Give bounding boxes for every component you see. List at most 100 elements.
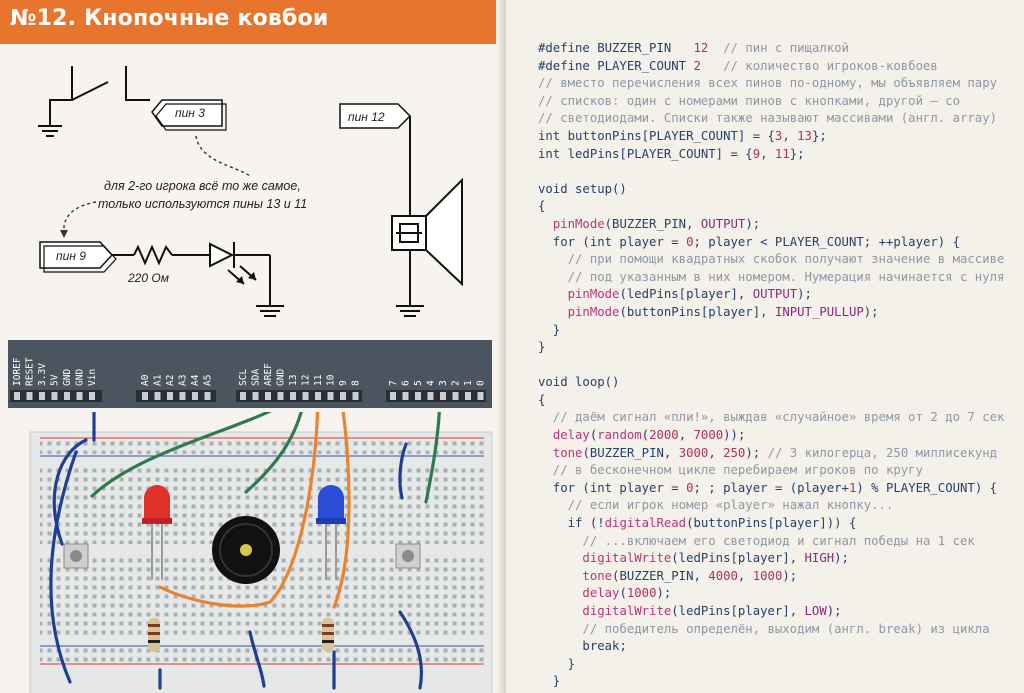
code-token: 0 <box>686 480 694 495</box>
code-token: tone <box>552 445 583 460</box>
note-line1: для 2-го игрока всё то же самое, <box>104 179 301 193</box>
left-page: №12. Кнопочные ковбои пин 3 для 2-го игр… <box>0 0 506 693</box>
pin-label: SCL <box>238 369 249 386</box>
header-pin <box>440 392 446 400</box>
pin-label: 11 <box>313 374 324 386</box>
pin-label: GND <box>62 369 73 386</box>
header-pin <box>204 392 211 400</box>
pin-label: 10 <box>326 374 337 386</box>
header-pin <box>352 392 359 400</box>
code-token: 2000 <box>649 428 679 443</box>
code-token: (BUZZER_PIN, <box>582 445 679 460</box>
pin3-label: пин 3 <box>175 106 205 120</box>
resistor-label: 220 Ом <box>127 271 169 285</box>
code-line: } <box>538 339 1004 357</box>
code-line: delay(random(2000, 7000)); <box>538 427 1004 445</box>
code-token: 7000 <box>693 428 724 443</box>
code-token <box>538 569 582 583</box>
code-token: delay <box>552 428 590 443</box>
code-line: int buttonPins[PLAYER_COUNT] = {3, 13}; <box>538 128 1004 146</box>
code-line: #define PLAYER_COUNT 2 // количество игр… <box>538 58 1004 76</box>
code-token: for (int player = <box>538 480 687 495</box>
header-pin <box>415 392 421 400</box>
header-pin <box>51 392 58 400</box>
code-token: 4000 <box>708 568 738 583</box>
code-token <box>538 586 582 600</box>
pin-label: 2 <box>451 380 462 386</box>
code-line <box>538 357 1004 375</box>
code-token: HIGH <box>804 551 835 566</box>
header-pin <box>315 392 321 400</box>
pin-label: SDA <box>251 369 262 386</box>
pin-label: 8 <box>351 380 362 386</box>
code-line: // вместо перечисления всех пинов по-одн… <box>538 75 1004 93</box>
header-pin <box>340 392 346 400</box>
code-token: 1000 <box>626 586 657 601</box>
code-line: } <box>538 691 1004 693</box>
code-token: if (! <box>538 516 605 531</box>
pin12-label: пин 12 <box>348 110 385 124</box>
pin-label: 9 <box>338 380 349 386</box>
code-token: 250 <box>723 445 746 460</box>
header-pin <box>179 392 186 400</box>
pin-label: 5V <box>50 374 61 386</box>
header-pin <box>252 392 259 400</box>
pin-label: Vin <box>87 369 98 386</box>
code-token: ); <box>834 551 849 566</box>
code-line: // если игрок номер «player» нажал кнопк… <box>538 497 1004 515</box>
code-line: for (int player = 0; ; player = (player+… <box>538 480 1004 498</box>
code-line: // под указанным в них номером. Нумераци… <box>538 269 1005 287</box>
pin-label: 0 <box>476 380 487 386</box>
header-pin <box>390 392 396 400</box>
code-line <box>538 163 1004 181</box>
header-pin <box>14 392 20 400</box>
note-line2: только используются пины 13 и 11 <box>98 197 307 211</box>
code-token: 1 <box>848 480 857 495</box>
pin-label: 7 <box>388 380 399 386</box>
code-token: } <box>538 692 545 693</box>
code-line: } <box>538 656 1004 674</box>
code-line: tone(BUZZER_PIN, 4000, 1000); <box>538 568 1004 586</box>
code-line: // в бесконечном цикле перебираем игроко… <box>538 462 1004 480</box>
pin9-tag: пин 9 <box>39 241 117 273</box>
header-pin <box>402 392 409 400</box>
code-line: void loop() <box>538 374 1004 392</box>
code-token: (BUZZER_PIN, <box>604 216 701 231</box>
code-token: // если игрок номер «player» нажал кнопк… <box>538 498 894 513</box>
header-pin <box>240 392 246 400</box>
pin-label: 12 <box>301 375 312 386</box>
code-token: random <box>597 428 642 443</box>
header-pin <box>452 392 459 400</box>
code-token: } <box>538 340 546 355</box>
code-token: ); <box>745 445 768 460</box>
pin-label: A0 <box>140 374 151 386</box>
pin-label: 6 <box>401 380 412 386</box>
code-token: tone <box>582 568 613 583</box>
code-token: ( <box>589 428 598 443</box>
code-token: OUTPUT <box>700 216 746 231</box>
code-token: ); <box>745 216 761 231</box>
code-line: #define BUZZER_PIN 12 // пин с пищалкой <box>538 40 1004 58</box>
pin-label: GND <box>75 369 86 386</box>
code-token: (ledPins[player], <box>671 551 805 566</box>
code-token: } <box>538 322 561 337</box>
chapter-header: №12. Кнопочные ковбои <box>0 0 500 44</box>
pin-label: 1 <box>463 380 474 386</box>
code-token: #define PLAYER_COUNT <box>538 58 694 73</box>
code-line: delay(1000); <box>538 585 1004 603</box>
code-token: ); <box>826 604 842 618</box>
code-token <box>538 428 553 442</box>
code-token: ( <box>619 586 627 601</box>
code-token: break; <box>538 639 627 654</box>
code-token: 9 <box>752 146 761 161</box>
code-token: digitalWrite <box>582 551 672 566</box>
code-token: , <box>760 146 775 161</box>
code-token: LOW <box>804 604 827 618</box>
code-token <box>538 305 568 319</box>
code-token: 3000 <box>678 445 709 460</box>
code-token: 3 <box>774 128 783 143</box>
code-line: int ledPins[PLAYER_COUNT] = {9, 11}; <box>538 146 1004 164</box>
pin-label: 4 <box>426 380 437 386</box>
